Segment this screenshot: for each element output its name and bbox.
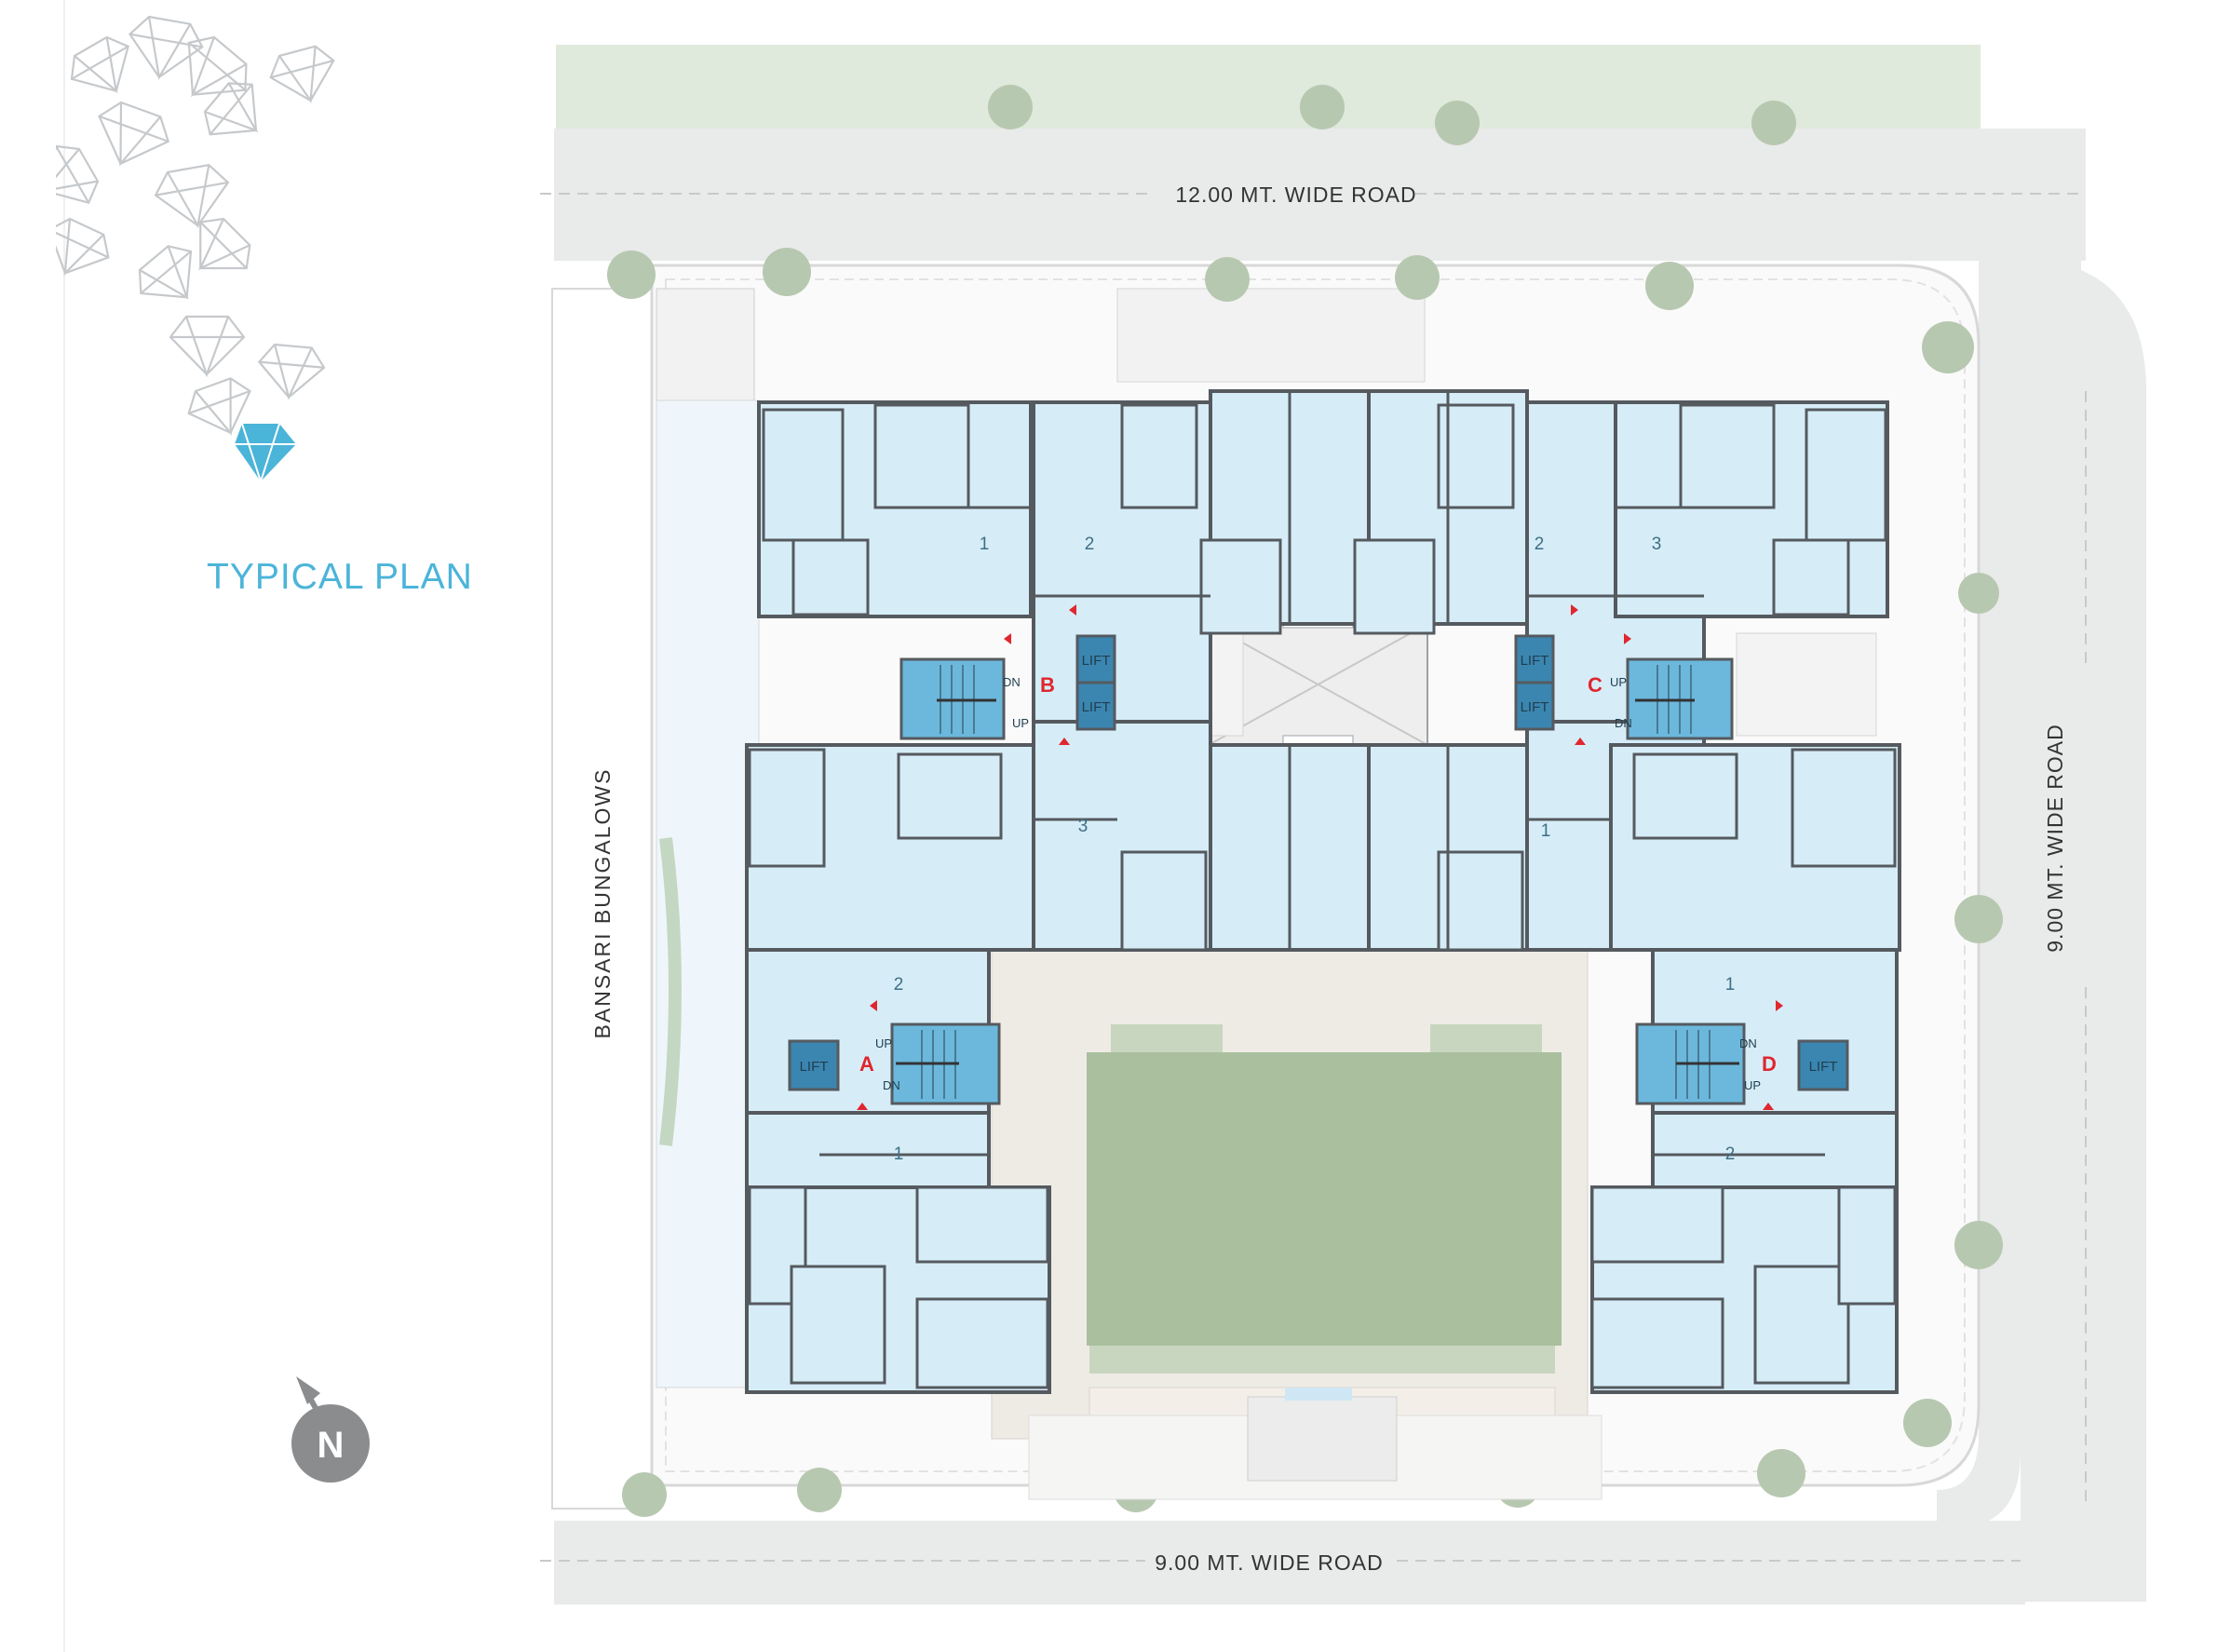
compass-disc <box>291 1404 370 1483</box>
core-b-lift-2: LIFT <box>1082 699 1111 715</box>
core-b-stair-1: DN <box>1003 675 1021 689</box>
south-road <box>554 1521 2025 1605</box>
diamond-cluster-logo <box>56 15 335 485</box>
core-d <box>1635 1022 1849 1105</box>
unit-number: 2 <box>894 975 904 995</box>
plan-title: TYPICAL PLAN <box>207 557 473 597</box>
core-d-stair-2: UP <box>1744 1078 1761 1092</box>
diamond-outline-icon <box>203 82 259 136</box>
diamond-outline-icon <box>56 144 100 204</box>
north-road-label: 12.00 MT. WIDE ROAD <box>1175 183 1416 207</box>
diamond-outline-icon <box>138 245 193 300</box>
west-strip <box>551 288 654 1510</box>
core-d-stair-1: DN <box>1739 1036 1757 1050</box>
unit-number: 3 <box>1078 817 1088 836</box>
core-b-stair-2: UP <box>1012 716 1029 730</box>
unit-number: 2 <box>1725 1144 1736 1164</box>
east-road-label: 9.00 MT. WIDE ROAD <box>2043 724 2067 952</box>
core-c-letter: C <box>1588 673 1602 697</box>
core-c-stair-1: UP <box>1610 675 1627 689</box>
diamond-filled-icon <box>235 423 296 485</box>
diamond-outline-icon <box>197 217 251 271</box>
core-b-lift-1: LIFT <box>1082 653 1111 669</box>
unit-number: 2 <box>1535 535 1545 554</box>
diamond-outline-icon <box>70 35 129 94</box>
diamond-outline-icon <box>257 343 326 400</box>
core-c-stair-2: DN <box>1615 716 1632 730</box>
core-c <box>1514 634 1734 740</box>
core-a-stair-1: UP <box>875 1036 892 1050</box>
north-compass: N <box>291 1376 370 1483</box>
unit-number: 1 <box>894 1144 904 1164</box>
diamond-outline-icon <box>56 217 110 277</box>
diamond-outline-icon <box>187 377 251 436</box>
north-greenbelt <box>556 45 1981 129</box>
core-c-lift-2: LIFT <box>1521 699 1549 715</box>
core-c-lift-1: LIFT <box>1521 653 1549 669</box>
north-arrow-icon <box>296 1376 320 1404</box>
unit-number: 1 <box>980 535 990 554</box>
diamond-outline-icon <box>169 315 246 378</box>
core-a-lift-1: LIFT <box>800 1059 829 1075</box>
unit-number: 1 <box>1541 821 1551 841</box>
unit-number: 1 <box>1725 975 1736 995</box>
core-a <box>788 1022 1001 1105</box>
core-a-stair-2: DN <box>883 1078 900 1092</box>
diamond-outline-icon <box>98 101 170 167</box>
core-a-letter: A <box>859 1052 874 1076</box>
unit-number: 3 <box>1652 535 1662 554</box>
diamond-outline-icon <box>269 45 335 104</box>
core-b-letter: B <box>1040 673 1055 697</box>
south-road-label: 9.00 MT. WIDE ROAD <box>1155 1550 1383 1575</box>
west-neighbour-label: BANSARI BUNGALOWS <box>590 768 615 1039</box>
core-d-lift-1: LIFT <box>1809 1059 1838 1075</box>
diamond-outline-icon <box>187 35 248 98</box>
central-lawn <box>1087 1052 1562 1346</box>
core-b <box>899 634 1116 740</box>
unit-number: 2 <box>1085 535 1095 554</box>
core-d-letter: D <box>1762 1052 1777 1076</box>
sheet-margin-line <box>63 0 65 1652</box>
compass-label: N <box>318 1425 345 1466</box>
diamond-outline-icon <box>154 164 230 229</box>
